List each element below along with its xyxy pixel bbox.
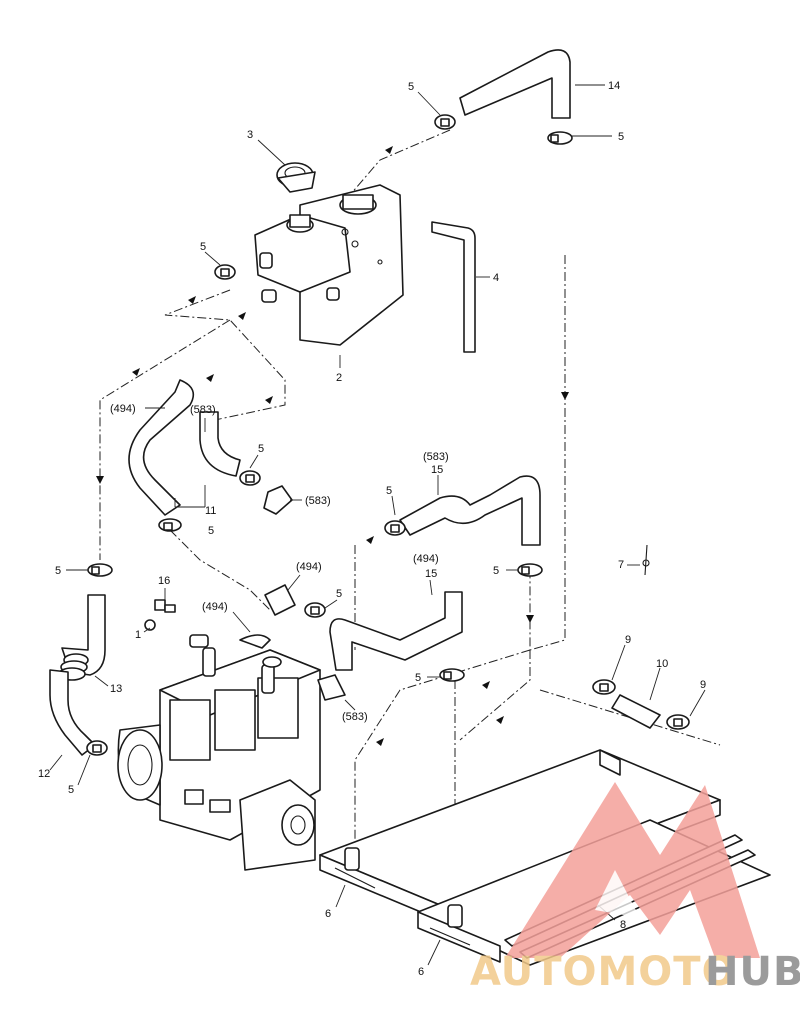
callout-6: 6: [418, 966, 424, 978]
connector-tube: [599, 749, 621, 776]
callout-15: 15: [431, 464, 443, 476]
flow-arrow-icon: [561, 392, 569, 400]
flow-arrow-icon: [265, 396, 273, 404]
hose-clamp-icon: [439, 668, 465, 682]
flow-arrow-icon: [496, 716, 504, 724]
callout-5: 5: [408, 81, 414, 93]
callout-4: 4: [493, 272, 499, 284]
callout-labels: 5 14 5 3 4 5 2 (494) (583) 5 (583) 15 5 …: [38, 80, 706, 978]
flow-arrow-icon: [206, 374, 214, 382]
callout-5: 5: [208, 525, 214, 537]
callout-11: 11: [205, 505, 216, 517]
callout-583: (583): [423, 451, 449, 463]
callout-494: (494): [110, 403, 136, 415]
engine-block: [117, 649, 321, 871]
callout-14: 14: [608, 80, 620, 92]
callout-15: 15: [425, 568, 437, 580]
callout-2: 2: [336, 372, 342, 384]
hose-clamp-icon: [547, 131, 573, 145]
engine-fittings: [189, 485, 346, 701]
callout-583: (583): [305, 495, 331, 507]
callout-16: 16: [158, 575, 170, 587]
callout-13: 13: [110, 683, 122, 695]
callout-10: 10: [656, 658, 668, 670]
hose-clamp-icon: [592, 679, 616, 695]
callout-494: (494): [296, 561, 322, 573]
hose-clamp-icon: [434, 114, 456, 130]
callout-5: 5: [55, 565, 61, 577]
tank-cap: [276, 162, 316, 193]
callout-5: 5: [493, 565, 499, 577]
hose-clamp-icon: [214, 264, 236, 280]
callout-1: 1: [135, 629, 141, 641]
fitting-16: [144, 599, 176, 631]
flow-arrow-icon: [96, 476, 104, 484]
callout-9: 9: [700, 679, 706, 691]
flow-arrow-icon: [376, 738, 384, 746]
part-7: [642, 544, 650, 576]
callout-9: 9: [625, 634, 631, 646]
watermark-text-hub: HUB: [705, 949, 800, 995]
hose-14: [459, 49, 571, 119]
hose-clamp-icon: [517, 563, 543, 577]
watermark-logo: AUTOMOTO HUB: [470, 782, 800, 995]
hose-clamp-icon: [87, 563, 113, 577]
callout-5: 5: [618, 131, 624, 143]
flow-arrow-icon: [188, 296, 196, 304]
watermark-text-automoto: AUTOMOTO: [470, 949, 737, 995]
flow-arrow-icon: [366, 536, 374, 544]
hose-11-right: [199, 411, 241, 477]
coolant-tank: [254, 184, 404, 346]
callout-5: 5: [415, 672, 421, 684]
flow-arrow-icon: [482, 681, 490, 689]
flow-arrow-icon: [238, 312, 246, 320]
hose-clamp-icon: [86, 740, 108, 756]
callout-6: 6: [325, 908, 331, 920]
callout-5: 5: [336, 588, 342, 600]
hose-clamp-icon: [384, 520, 406, 536]
hose-clamps: [86, 114, 690, 756]
flow-arrow-icon: [526, 615, 534, 623]
hose-clamp-icon: [158, 518, 182, 532]
hose-11-left: [128, 379, 195, 516]
callout-7: 7: [618, 559, 624, 571]
callout-5: 5: [68, 784, 74, 796]
callout-494: (494): [202, 601, 228, 613]
callout-12: 12: [38, 768, 50, 780]
callout-583: (583): [342, 711, 368, 723]
hose-clamp-icon: [239, 470, 261, 486]
hose-10: [611, 694, 661, 729]
hose-13-bellows: [58, 653, 89, 681]
coolant-routes: [99, 129, 721, 910]
hose-12: [49, 669, 96, 756]
callout-494: (494): [413, 553, 439, 565]
callout-5: 5: [386, 485, 392, 497]
hose-4: [431, 221, 476, 353]
hose-clamp-icon: [666, 714, 690, 730]
callout-5: 5: [200, 241, 206, 253]
leader-lines: [49, 84, 706, 966]
hose-15-lower: [329, 591, 463, 671]
flow-arrow-icon: [385, 146, 393, 154]
flow-arrow-icon: [132, 368, 140, 376]
callout-5: 5: [258, 443, 264, 455]
hose-15-upper: [399, 475, 541, 546]
logo-triangle-icon: [505, 782, 760, 958]
callout-3: 3: [247, 129, 253, 141]
hose-clamp-icon: [304, 602, 326, 618]
callout-583: (583): [190, 404, 216, 416]
callout-8: 8: [620, 919, 626, 931]
